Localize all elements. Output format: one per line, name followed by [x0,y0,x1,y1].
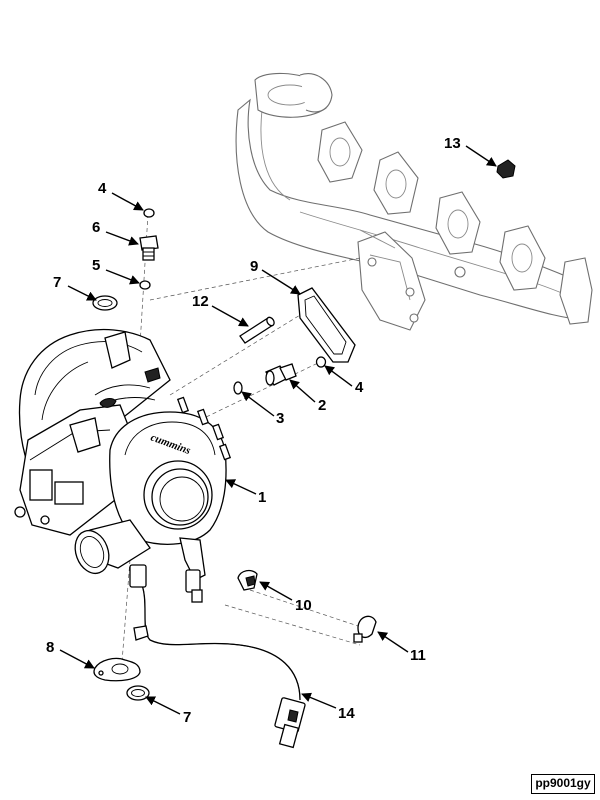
svg-text:4: 4 [355,379,364,396]
callout-13: 13 [444,135,497,167]
turbocharger-assembly: cummins [14,328,232,603]
reference-code-label: pp9001gy [531,774,595,794]
svg-text:7: 7 [183,709,191,726]
fitting-2 [265,363,297,386]
washer-3 [233,381,243,395]
clip-10 [237,569,258,591]
svg-text:11: 11 [410,647,426,664]
callout-9: 9 [250,258,301,295]
callout-14: 14 [301,692,355,722]
callout-2: 2 [289,379,326,414]
callout-4-right: 4 [324,365,364,396]
washer-4-right [315,356,327,368]
callout-12: 12 [192,293,249,327]
callout-3: 3 [241,391,284,427]
callout-8: 8 [46,639,95,669]
svg-text:3: 3 [276,410,284,427]
callout-7-bottom: 7 [145,696,191,726]
callout-7-top: 7 [53,274,97,301]
washer-4-top [143,208,155,218]
o-ring-7-bottom [126,685,150,701]
wiring-harness-14 [129,564,306,749]
svg-text:13: 13 [444,135,461,152]
svg-text:4: 4 [98,180,107,197]
svg-text:6: 6 [92,219,100,236]
callout-11: 11 [377,631,426,664]
callout-10: 10 [259,581,312,614]
callout-6: 6 [92,219,139,246]
plug-13 [496,159,516,179]
svg-text:14: 14 [338,705,355,722]
o-ring-7-top [92,295,118,311]
callout-1: 1 [225,479,266,506]
svg-text:2: 2 [318,397,326,414]
fitting-6 [139,235,159,261]
svg-text:7: 7 [53,274,61,291]
assembly-lines [121,213,371,663]
clamp-11 [353,615,377,643]
gasket-9 [297,287,356,363]
dowel-pin-12 [239,316,275,344]
svg-text:1: 1 [258,489,266,506]
callout-5: 5 [92,257,140,285]
svg-text:5: 5 [92,257,100,274]
svg-text:8: 8 [46,639,54,656]
svg-text:9: 9 [250,258,258,275]
svg-text:12: 12 [192,293,209,310]
callout-4-top: 4 [98,180,144,211]
svg-text:10: 10 [295,597,312,614]
washer-5 [139,280,151,290]
gasket-8 [93,657,141,682]
exhaust-manifold-ghost [235,72,593,331]
